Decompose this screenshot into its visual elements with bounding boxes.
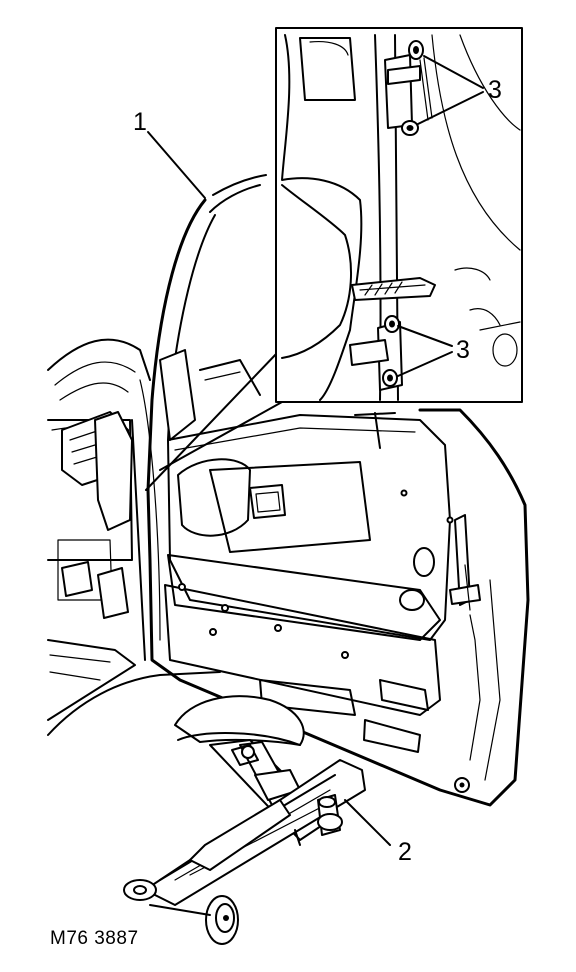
callout-door: 1 [133, 108, 147, 136]
reference-code: M76 3887 [50, 928, 139, 949]
hinge-detail-inset [275, 27, 523, 403]
door [146, 184, 530, 807]
callout-hinge-bolts-lower: 3 [456, 336, 470, 364]
callout-jack: 2 [398, 838, 412, 866]
leader-lines [145, 131, 391, 846]
vehicle-body [47, 338, 221, 736]
trolley-jack [123, 695, 366, 945]
callout-hinge-bolts-upper: 3 [488, 76, 502, 104]
